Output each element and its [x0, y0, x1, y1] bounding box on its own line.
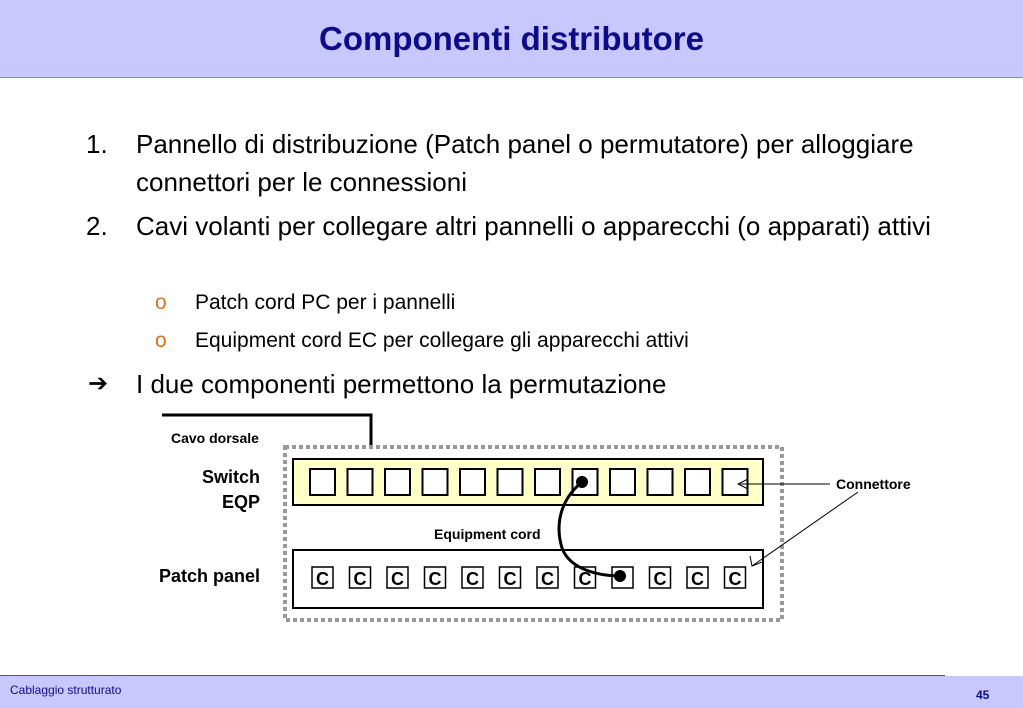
connector-label: C: [316, 569, 329, 589]
patch-port: [498, 566, 522, 589]
switch-port: [309, 468, 336, 496]
sub-item-text: Patch cord PC per i pannelli: [195, 291, 456, 314]
label-patch-panel: Patch panel: [158, 566, 260, 586]
connector-label: C: [504, 569, 517, 589]
patch-port: [311, 566, 334, 589]
switch-port: [609, 468, 636, 496]
connector-label: C: [466, 569, 479, 589]
list-number: 2.: [86, 211, 108, 241]
list-text: Pannello di distribuzione (Patch panel o…: [136, 129, 914, 197]
switch-port: [646, 468, 674, 496]
connector-label: C: [391, 569, 404, 589]
switch-port: [384, 468, 411, 496]
patch-port: [686, 566, 709, 589]
patch-port: [348, 566, 372, 589]
page-number: 45: [976, 688, 990, 702]
patch-port: [536, 566, 559, 589]
connector-label: C: [579, 569, 592, 589]
connector-label: C: [429, 569, 442, 589]
connector-label: C: [354, 569, 367, 589]
label-cavo-dorsale: Cavo dorsale: [171, 430, 259, 446]
rack-enclosure: [283, 445, 784, 622]
slide-title: Componenti distributore: [319, 20, 704, 57]
label-switch: Switch: [201, 467, 260, 487]
list-text: Cavi volanti per collegare altri pannell…: [136, 211, 931, 241]
backbone-cable: [162, 413, 373, 447]
bullet-icon: o: [155, 291, 167, 314]
arrow-head-icon: [749, 555, 763, 567]
sub-item-text: Equipment cord EC per collegare gli appa…: [195, 329, 689, 352]
switch-port: [346, 468, 374, 496]
patch-port: [648, 566, 672, 589]
patch-panel-box: [292, 549, 764, 609]
patch-port: [386, 566, 409, 589]
switch-ports: [309, 468, 749, 496]
switch-port: [421, 468, 449, 496]
footer-title: Cablaggio strutturato: [10, 683, 122, 697]
connettore-pointer-bottom: [751, 491, 859, 567]
list-number: 1.: [86, 129, 108, 159]
connector-label: C: [691, 569, 704, 589]
switch-port: [496, 468, 524, 496]
cord-end-bottom: [614, 570, 626, 582]
switch-port: [684, 468, 711, 496]
footer-band: [0, 676, 1023, 708]
arrow-head-icon: [736, 478, 749, 490]
patch-port: [723, 566, 747, 589]
connector-label: C: [654, 569, 667, 589]
patch-port: [461, 566, 484, 589]
cord-end-top: [576, 476, 588, 488]
conclusion-text: I due componenti permettono la permutazi…: [136, 369, 667, 399]
label-eqp: EQP: [221, 492, 260, 512]
label-equipment-cord: Equipment cord: [434, 526, 541, 542]
arrow-right-icon: ➔: [88, 370, 109, 397]
patch-port: [423, 566, 447, 589]
switch-port: [459, 468, 486, 496]
switch-port: [721, 468, 749, 496]
label-connettore: Connettore: [836, 476, 911, 492]
switch-port: [534, 468, 561, 496]
connector-label: C: [541, 569, 554, 589]
footer-divider: [0, 675, 945, 676]
connector-label: C: [729, 569, 742, 589]
equipment-cord: [557, 480, 621, 578]
header-band: [0, 0, 1023, 78]
bullet-icon: o: [155, 329, 167, 352]
